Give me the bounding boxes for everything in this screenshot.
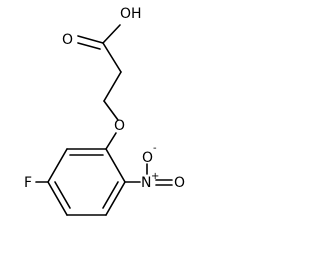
ring-bond-6 — [105, 148, 126, 183]
ring-bond-2 — [47, 148, 68, 183]
nitro-oxygen-top-charge: - — [153, 143, 157, 154]
fluorine-label: F — [24, 175, 32, 191]
hydroxyl-label: OH — [120, 6, 142, 22]
bond-c-o-double-b — [77, 42, 101, 50]
ring-bond-3 — [47, 181, 68, 216]
bond-c-oh — [102, 24, 121, 44]
nitro-nitrogen-charge: + — [151, 171, 159, 182]
ether-oxygen-label: O — [114, 118, 125, 134]
carbonyl-oxygen-label: O — [62, 32, 73, 48]
nitro-oxygen-top-label: O — [142, 150, 153, 166]
nitro-oxygen-right-label: O — [174, 175, 185, 191]
nitro-nitrogen-label: N — [141, 175, 151, 191]
bond-c-o-double-a — [77, 35, 104, 44]
bond-carboxyl-ch2 — [102, 42, 122, 73]
chemical-structure: OH O O F N + O - O — [24, 6, 185, 216]
ring-bond-5 — [105, 181, 126, 216]
bond-ch2-ch2 — [103, 71, 122, 102]
bond-ch2-oether — [103, 100, 119, 121]
ring-bond-3-inner — [54, 181, 71, 209]
ring-bond-5-inner — [102, 181, 119, 209]
bond-oether-ring — [105, 132, 117, 150]
